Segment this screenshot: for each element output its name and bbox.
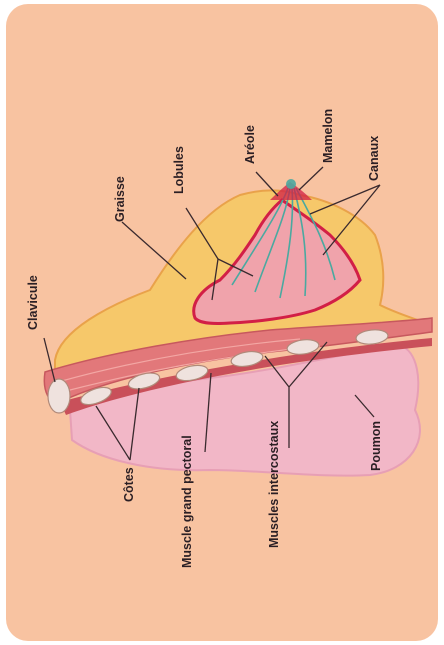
label-mamelon: Mamelon bbox=[321, 108, 335, 164]
label-clavicule: Clavicule bbox=[26, 270, 40, 336]
label-muscles-intercostaux: Muscles intercostaux bbox=[267, 452, 299, 548]
label-muscle-grand-pectoral: Muscle grand pectoral bbox=[180, 456, 212, 568]
label-areole: Aréole bbox=[243, 122, 257, 168]
label-lobules: Lobules bbox=[172, 141, 186, 199]
label-muscle-line1: Muscle bbox=[180, 526, 194, 568]
label-muscle-line2: grand pectoral bbox=[180, 435, 194, 522]
label-canaux: Canaux bbox=[367, 134, 381, 182]
label-poumon: Poumon bbox=[369, 423, 383, 471]
nipple bbox=[286, 179, 296, 189]
label-graisse: Graisse bbox=[113, 180, 127, 222]
clavicle-bone bbox=[48, 379, 70, 413]
label-muscles-line2: intercostaux bbox=[267, 421, 281, 495]
label-muscles-line1: Muscles bbox=[267, 499, 281, 548]
label-cotes: Côtes bbox=[122, 466, 136, 504]
